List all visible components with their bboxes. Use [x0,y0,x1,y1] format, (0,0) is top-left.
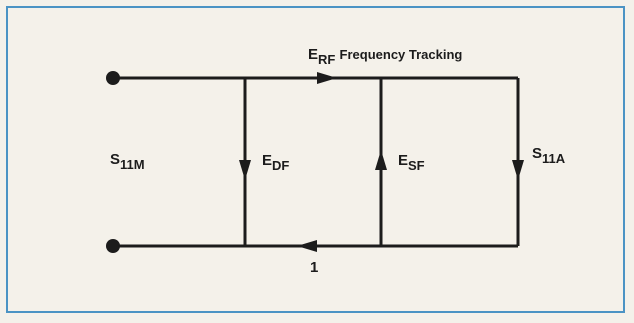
s11a-label: S11A [532,145,566,166]
erf-direction-arrow [317,72,337,84]
edf-label: EDF [262,152,290,173]
unity-direction-arrow [297,240,317,252]
unity-gain-label: 1 [310,259,319,276]
esf-label: ESF [398,152,425,173]
s11m-label: S11M [110,151,145,172]
esf-direction-arrow [375,150,387,170]
edf-direction-arrow [239,160,251,180]
port-node-top [106,71,120,85]
diagram-frame [6,6,625,313]
s11a-direction-arrow [512,160,524,180]
port-node-bottom [106,239,120,253]
erf-label: ERF Frequency Tracking [308,46,463,67]
